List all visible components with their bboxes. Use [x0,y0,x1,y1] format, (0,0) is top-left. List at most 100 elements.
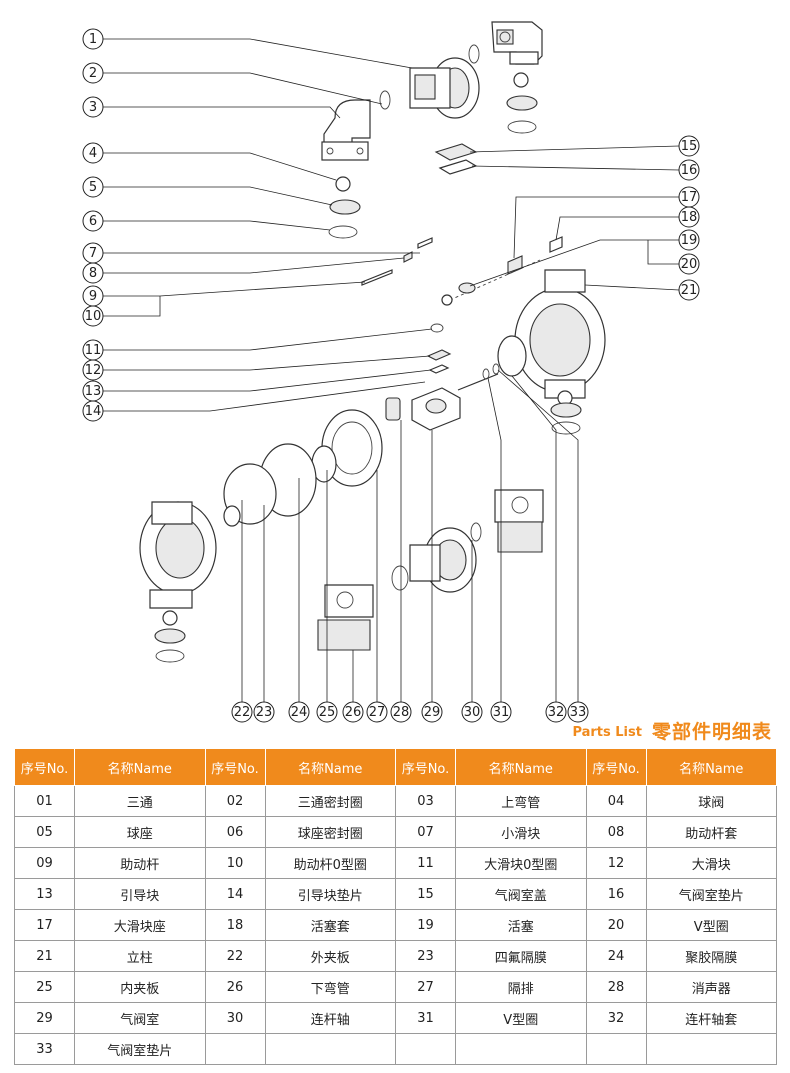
callout-circle [82,359,104,381]
piston [458,282,476,294]
part-number-cell: 11 [395,847,456,879]
part-callout-11: 11 [82,339,104,361]
part-callout-22: 22 [231,701,253,723]
plate-right [497,335,527,377]
callout-circle [82,62,104,84]
part-callout-26: 26 [342,701,364,723]
part-name-cell: 引导块 [74,878,206,910]
part-number-cell: 28 [585,971,647,1003]
callout-circle [678,229,700,251]
part-number-cell: 13 [14,878,75,910]
part-callout-25: 25 [316,701,338,723]
callout-circle [366,701,388,723]
leader-line [469,145,680,153]
callout-label: 30 [464,705,481,720]
part-number-cell: 08 [585,816,647,848]
part-name-cell: 三通密封圈 [264,785,396,817]
left-pump-body [139,501,217,609]
ball-left-lower [162,610,178,626]
part-number-cell: 32 [585,1002,647,1034]
part-callout-24: 24 [288,701,310,723]
seat-ring-left [328,225,358,239]
part-number-cell: 19 [395,909,456,941]
callout-label: 25 [319,705,336,720]
table-header-row: 序号No. 名称Name 序号No. 名称Name 序号No. 名称Name 序… [14,748,777,786]
callout-circle [82,28,104,50]
header-name: 名称Name [74,748,206,786]
callout-label: 26 [345,705,362,720]
header-name: 名称Name [264,748,396,786]
header-no: 序号No. [395,748,456,786]
callout-circle [82,96,104,118]
right-column-bracket [494,489,544,553]
callout-label: 8 [89,266,97,281]
part-number-cell: 30 [204,1002,266,1034]
callout-label: 28 [393,705,410,720]
part-name-cell: 小滑块 [455,816,587,848]
inner-clamp-lower-elbow [317,584,374,651]
air-valve-chamber-body [411,387,461,431]
callout-label: 32 [548,705,565,720]
part-callout-21: 21 [678,279,700,301]
part-name-cell: 球座密封圈 [264,816,396,848]
o-ring-30 [470,522,482,542]
upper-elbow [321,99,371,161]
callout-label: 33 [570,705,587,720]
part-number-cell: 14 [204,878,266,910]
part-callout-27: 27 [366,701,388,723]
callout-circle [678,206,700,228]
part-number-cell: 31 [395,1002,456,1034]
seat-ring-right [507,120,537,134]
part-number-cell: 02 [204,785,266,817]
part-number-cell: 26 [204,971,266,1003]
part-number-cell: 23 [395,940,456,972]
callout-label: 9 [89,289,97,304]
part-callout-2: 2 [82,62,104,84]
small-slider [403,251,413,263]
part-name-cell [645,1033,777,1065]
part-callout-4: 4 [82,142,104,164]
part-number-cell [585,1033,647,1065]
leader-line [103,381,426,412]
part-number-cell: 03 [395,785,456,817]
part-name-cell: 内夹板 [74,971,206,1003]
part-name-cell: 下弯管 [264,971,396,1003]
part-name-cell: 助动杆 [74,847,206,879]
part-number-cell: 07 [395,816,456,848]
leader-line [103,328,433,351]
ball-valve-left [335,176,351,192]
ball-seat-left [329,199,361,215]
part-callout-8: 8 [82,262,104,284]
part-number-cell: 16 [585,878,647,910]
part-number-cell: 21 [14,940,75,972]
callout-circle [82,400,104,422]
callout-label: 22 [234,705,251,720]
part-callout-12: 12 [82,359,104,381]
callout-label: 14 [85,404,102,419]
callout-label: 27 [369,705,386,720]
piston-nut [441,294,453,306]
muffler [385,397,401,421]
callout-label: 11 [85,343,102,358]
callout-circle [82,176,104,198]
seat-left-lower [154,628,186,644]
part-callout-17: 17 [678,186,700,208]
callout-circle [253,701,275,723]
connecting-rod-shaft [457,373,499,391]
callout-circle [461,701,483,723]
leader-line [103,220,331,231]
part-number-cell: 04 [585,785,647,817]
part-number-cell: 20 [585,909,647,941]
leader-line [103,296,161,317]
callout-circle [82,210,104,232]
part-name-cell: 球座 [74,816,206,848]
part-name-cell: 引导块垫片 [264,878,396,910]
part-number-cell: 01 [14,785,75,817]
callout-label: 1 [89,32,97,47]
callout-label: 7 [89,246,97,261]
part-name-cell: 消声器 [645,971,777,1003]
